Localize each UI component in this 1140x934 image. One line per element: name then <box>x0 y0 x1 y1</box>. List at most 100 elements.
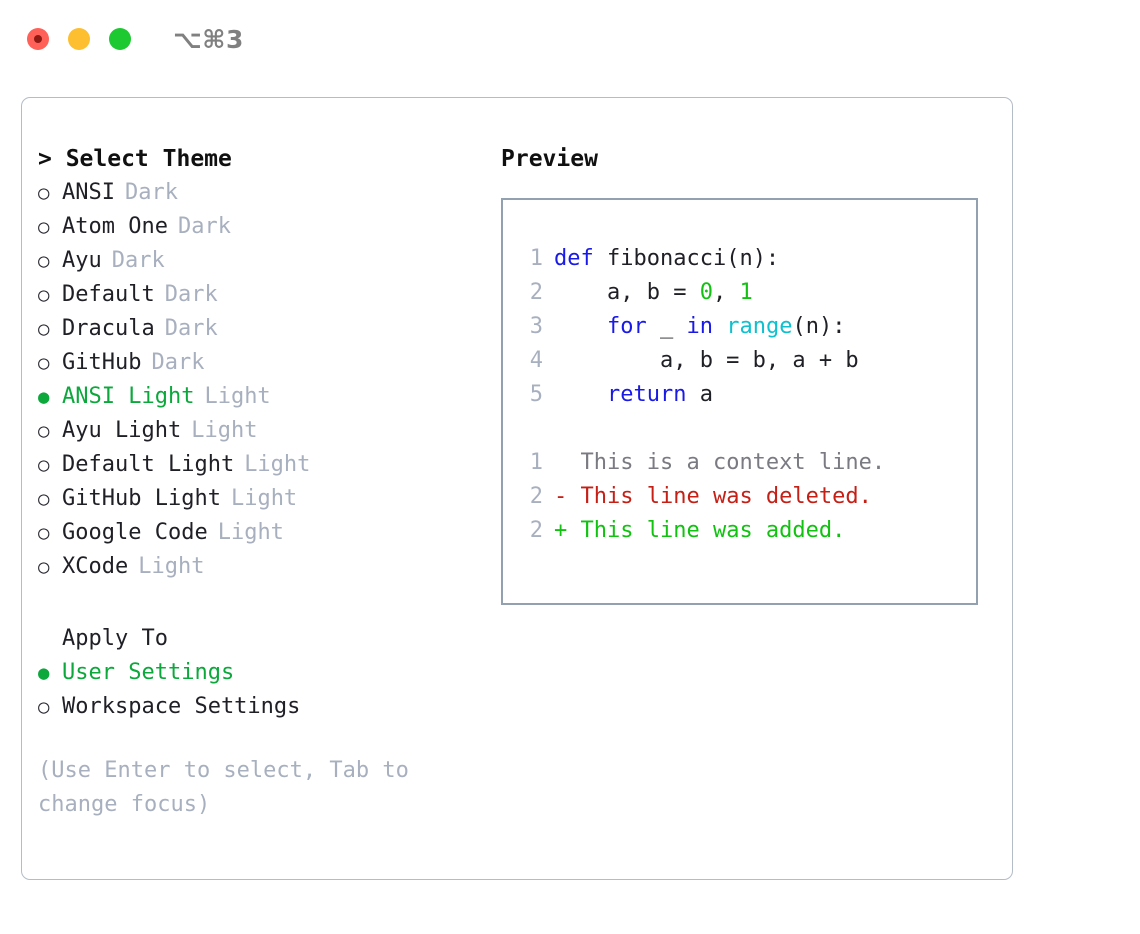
close-window-button[interactable] <box>27 28 49 50</box>
code-token: (n): <box>792 314 846 339</box>
diff-marker <box>554 450 567 475</box>
radio-unselected-icon: ○ <box>38 216 50 238</box>
code-token: , <box>712 280 740 305</box>
code-token: a <box>686 382 713 407</box>
title-bar: ⌥⌘3 <box>0 0 1140 78</box>
theme-option-label: Google Code <box>62 520 208 545</box>
code-line: 4 a, b = b, a + b <box>516 344 972 378</box>
theme-option-tag: Dark <box>164 316 218 341</box>
theme-option-tag: Dark <box>111 248 165 273</box>
maximize-window-button[interactable] <box>109 28 131 50</box>
code-token: a, b = <box>554 280 700 305</box>
diff-marker-spacer <box>567 518 580 543</box>
code-token <box>554 382 607 407</box>
theme-option-label: Ayu Light <box>62 418 182 443</box>
diff-line: 2- This line was deleted. <box>516 480 972 514</box>
theme-option-label: Default <box>62 282 155 307</box>
minimize-window-button[interactable] <box>68 28 90 50</box>
code-line: 2 a, b = 0, 1 <box>516 276 972 310</box>
code-line-text: a, b = b, a + b <box>543 344 859 378</box>
diff-line-number: 2 <box>529 518 543 543</box>
theme-option-tag: Dark <box>164 282 218 307</box>
diff-line-text: This is a context line. <box>580 450 886 475</box>
radio-unselected-icon: ○ <box>38 696 50 718</box>
code-line-number: 1 <box>529 246 543 271</box>
theme-option[interactable]: ○ Ayu Dark <box>38 244 488 278</box>
code-line-number: 2 <box>529 280 543 305</box>
code-line-number: 5 <box>529 382 543 407</box>
code-token: def <box>554 246 594 271</box>
theme-option[interactable]: ○ Atom One Dark <box>38 210 488 244</box>
diff-marker: - <box>554 484 568 509</box>
code-token: a, b = b, a + b <box>554 348 859 373</box>
theme-option-tag: Light <box>230 486 298 511</box>
theme-option-tag: Dark <box>124 180 178 205</box>
theme-option-tag: Dark <box>151 350 205 375</box>
diff-line: 1 This is a context line. <box>516 446 972 480</box>
code-token: fibonacci(n): <box>593 246 780 271</box>
radio-unselected-icon: ○ <box>38 420 50 442</box>
diff-line-text: This line was added. <box>580 518 846 543</box>
theme-option[interactable]: ○ Google Code Light <box>38 516 488 550</box>
radio-unselected-icon: ○ <box>38 250 50 272</box>
code-token: range <box>726 314 793 339</box>
traffic-light-group <box>27 28 131 50</box>
radio-unselected-icon: ○ <box>38 556 50 578</box>
theme-option[interactable]: ○ XCode Light <box>38 550 488 584</box>
diff-line-content: - This line was deleted. <box>543 480 872 514</box>
theme-option-tag: Light <box>244 452 311 477</box>
code-line: 3 for _ in range(n): <box>516 310 972 344</box>
code-line-number: 3 <box>529 314 543 339</box>
diff-marker-spacer <box>567 450 580 475</box>
theme-option-tag: Light <box>204 384 271 409</box>
theme-option-label: XCode <box>62 554 129 579</box>
preview-heading: Preview <box>501 146 598 172</box>
radio-unselected-icon: ○ <box>38 488 50 510</box>
apply-to-option-label: User Settings <box>62 660 235 685</box>
theme-option-label: Dracula <box>62 316 155 341</box>
code-token: in <box>686 314 713 339</box>
code-token: for <box>606 314 647 339</box>
theme-option-tag: Light <box>138 554 205 579</box>
theme-option-tag: Dark <box>177 214 231 239</box>
radio-unselected-icon: ○ <box>38 284 50 306</box>
keyboard-shortcut-label: ⌥⌘3 <box>173 24 244 54</box>
code-token: return <box>606 382 687 407</box>
page-title: > Select Theme <box>38 146 232 172</box>
code-line-text: def fibonacci(n): <box>543 242 779 276</box>
apply-to-option[interactable]: ● User Settings <box>38 656 488 690</box>
code-line-text: for _ in range(n): <box>543 310 845 344</box>
theme-option-label: ANSI Light <box>62 384 195 409</box>
section-spacer <box>38 584 488 622</box>
radio-unselected-icon: ○ <box>38 522 50 544</box>
code-token: _ <box>646 314 687 339</box>
code-token: 1 <box>739 280 753 305</box>
radio-unselected-icon: ○ <box>38 318 50 340</box>
apply-to-option[interactable]: ○ Workspace Settings <box>38 690 488 724</box>
theme-option-label: Atom One <box>62 214 168 239</box>
diff-line-content: This is a context line. <box>543 446 886 480</box>
code-token <box>713 314 726 339</box>
theme-option-tag: Light <box>217 520 284 545</box>
theme-option[interactable]: ○ Dracula Dark <box>38 312 488 346</box>
theme-option[interactable]: ○ Default Dark <box>38 278 488 312</box>
apply-to-list: ● User Settings ○ Workspace Settings <box>38 656 488 724</box>
apply-to-option-label: Workspace Settings <box>62 694 301 719</box>
theme-option[interactable]: ○ GitHub Light Light <box>38 482 488 516</box>
radio-selected-icon: ● <box>38 662 50 684</box>
theme-option-label: ANSI <box>62 180 115 205</box>
theme-option-label: GitHub Light <box>62 486 221 511</box>
code-line-number: 4 <box>529 348 543 373</box>
apply-to-heading: Apply To <box>62 626 168 651</box>
radio-unselected-icon: ○ <box>38 454 50 476</box>
theme-option-label: Ayu <box>62 248 102 273</box>
keyboard-hint-text: (Use Enter to select, Tab to change focu… <box>38 758 423 817</box>
